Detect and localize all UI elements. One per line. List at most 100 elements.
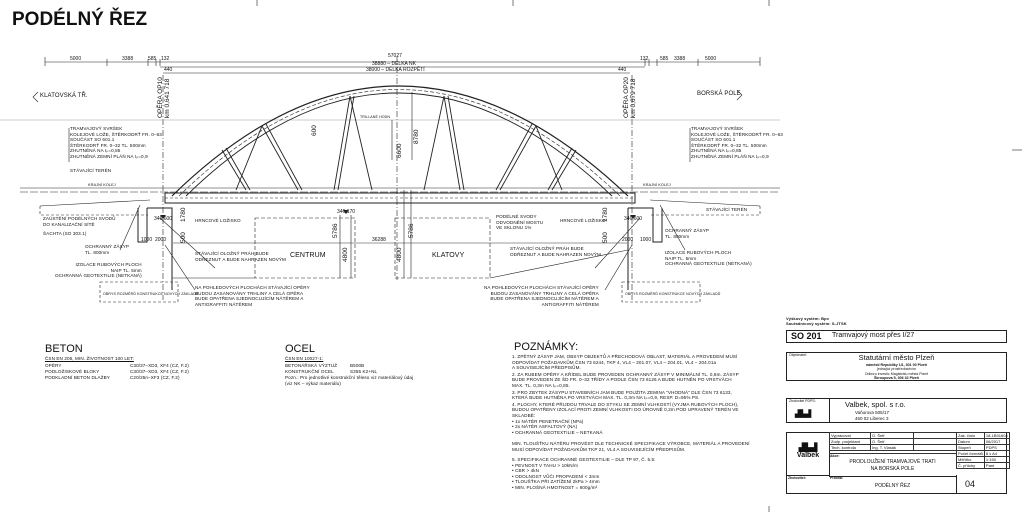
dim-misc: 1000 xyxy=(640,237,652,243)
designer-logo-cell: Zhotovitel PDPS: ▟▙▟ xyxy=(787,399,830,422)
beton-row-item: PODLOŽISKOVÉ BLOKY xyxy=(45,369,100,374)
direction-left: KLATOVSKÁ TŘ. xyxy=(40,93,88,99)
dim-misc: 5786 xyxy=(332,223,339,238)
dim-right-1: 132 xyxy=(640,56,649,62)
label-layers-right: TRAMVAJOVÝ SVRŠEK KOLEJOVÉ LOŽE, ŠTĚRKOD… xyxy=(691,126,783,159)
valbek-logo-mark: ▟▙▟ xyxy=(798,443,818,452)
client-line: jednající prostřednictvím xyxy=(877,367,916,372)
label-centrum: CENTRUM xyxy=(290,252,326,259)
valbek-logo-text: Valbek xyxy=(796,452,820,459)
ocel-row-item: KONSTRUKČNÍ OCEL xyxy=(285,369,334,374)
beton-row-item: OPĚRY xyxy=(45,363,62,368)
note-item: 5. SPECIFIKACE OCHRANNÉ GEOTEXTILIE – DL… xyxy=(512,457,656,491)
note-item: 1. ZPĚTNÝ ZÁSYP JAM, OBSYP OBJEKTŮ A PŘE… xyxy=(512,354,738,371)
dim-arch-2: 8780 xyxy=(413,129,420,144)
so-name: Tramvajový most přes I/27 xyxy=(832,332,915,339)
label-rail-right: KRAJNÍ KOLEJ xyxy=(643,183,671,187)
designer-line: Vaňurova 505/17 xyxy=(855,410,889,415)
label-backfill-right: OCHRANNÝ ZÁSYP TL. 800mm xyxy=(665,228,710,239)
action-cell: Akce: PRODLOUŽENÍ TRAMVAJOVÉ TRATI NA BO… xyxy=(829,453,956,477)
page-title: PODÉLNÝ ŘEZ xyxy=(12,9,148,30)
designer-label: Zhotovitel PDPS: xyxy=(789,399,816,403)
dim-total: 57027 xyxy=(388,53,402,59)
note-item: 2. ZA RUBEM OPĚRY A KŘÍDEL BUDE PROVEDEN… xyxy=(512,371,739,388)
ocel-heading: OCEL xyxy=(285,343,315,355)
label-terrain-right: STÁVAJÍCÍ TERÉN xyxy=(706,207,748,212)
dim-nk-length: 38880 – DÉLKA NK xyxy=(372,61,416,67)
client-line: Škroupova 5, 306 32 Plzeň xyxy=(874,376,919,381)
meta-key: Počet formátů xyxy=(956,450,985,457)
drawing-label: Příloha: xyxy=(830,476,844,480)
note-item: 3. PRO ZBYTEK ZÁSYPU STAVEBNÍCH JAM BUDE… xyxy=(512,389,732,401)
label-bearing-left: HRNCOVÉ LOŽISKO xyxy=(195,218,241,223)
label-backfill-left: OCHRANNÝ ZÁSYP TL. 800mm xyxy=(85,244,130,255)
label-excavation-left: OBRYS ROZMĚRŮ KONSTRUKCE NOVÝCH ZÁKLADŮ xyxy=(103,292,199,296)
dim-misc: 4800 xyxy=(396,247,403,262)
drawing-cell: Příloha: PODÉLNÝ ŘEZ xyxy=(829,475,957,494)
label-excavation-right: OBRYS ROZMĚRŮ KONSTRUKCE NOVÝCH ZÁKLADŮ xyxy=(625,292,721,296)
abutment-op10: OPĚRA OP10 km 0,641 718 xyxy=(157,77,171,118)
client-label: Objednatel: xyxy=(789,353,807,357)
dim-left-3: 585 xyxy=(148,56,157,62)
sheet-number: 04 xyxy=(965,479,976,489)
level-mid: 346,170 xyxy=(337,209,356,215)
person: Ing. T. Vlasák xyxy=(870,444,914,451)
ocel-standard: ČSN EN 10027-1: xyxy=(285,356,324,361)
office-label: Zhotovitel: xyxy=(788,476,806,480)
dim-right-5: 440 xyxy=(618,67,627,73)
label-bearing-right: HRNCOVÉ LOŽISKO xyxy=(560,218,606,223)
level-right-bearing: 346,600 xyxy=(624,216,643,222)
beton-row-value: C20/25n–XF3 (CZ, F.2) xyxy=(130,375,180,380)
notes-heading: POZNÁMKY: xyxy=(514,341,579,353)
label-facade-left: NA POHLEDOVÝCH PLOCHÁCH STÁVAJÍCÍ OPĚRY … xyxy=(195,285,310,307)
beton-heading: BETON xyxy=(45,343,83,355)
dim-left-4: 132 xyxy=(161,56,170,62)
dim-left-1: 5000 xyxy=(70,56,82,62)
dim-misc: 5786 xyxy=(408,223,415,238)
role: Tech. kontrola xyxy=(829,444,871,451)
designer-box: Zhotovitel PDPS: ▟▙▟ Valbek, spol. s r.o… xyxy=(786,398,1007,423)
label-insulation-right: IZOLACE RUBOVÝCH PLOCH NAIP TL. 5mm OCHR… xyxy=(665,250,752,267)
dim-arch-1: 6600 xyxy=(396,143,403,158)
client-box: Objednatel: Statutární město Plzeň náměs… xyxy=(786,352,1007,381)
label-rail-left: KRAJNÍ KOLEJ xyxy=(88,183,116,187)
client-line: Odboru investic Magistrátu města Plzně xyxy=(864,371,929,376)
arch-mark: TRILLANÉ HODN xyxy=(360,115,391,119)
beton-row-value: C30/37–XD3, XF4 (CZ, F.2) xyxy=(130,369,189,374)
dim-misc: 1000 xyxy=(141,237,153,243)
valbek-logo-cell: ▟▙▟ Valbek xyxy=(787,433,830,476)
ocel-row-value: B500B xyxy=(350,363,365,368)
signature xyxy=(913,444,957,451)
label-drain: ZAÚSTĚNÍ PODÉLNÝCH SVODŮ DO KANALIZAČNÍ … xyxy=(43,216,116,227)
dim-misc: 36288 xyxy=(372,237,386,243)
action-label: Akce: xyxy=(830,454,840,458)
dim-right-2: 585 xyxy=(660,56,669,62)
label-layers-left: TRAMVAJOVÝ SVRŠEK KOLEJOVÉ LOŽE, ŠTĚRKOD… xyxy=(70,126,162,159)
coord-system: Souřadnicový systém: S-JTSK xyxy=(786,321,847,326)
so-box: SO 201 Tramvajový most přes I/27 xyxy=(786,330,1007,343)
meta-value: 18-LB01604 xyxy=(983,432,1010,439)
label-terrain-left: STÁVAJÍCÍ TERÉN xyxy=(70,168,112,173)
dim-misc: 2000 xyxy=(155,237,167,243)
ocel-note: Pozn.: Pro jednotlivé konstrukční těleso… xyxy=(285,375,414,386)
label-facade-right: NA POHLEDOVÝCH PLOCHÁCH STÁVAJÍCÍ OPĚRY … xyxy=(484,285,599,307)
ocel-row-value: S355 K2+NL xyxy=(350,369,378,374)
meta-key: Č. přílohy xyxy=(956,462,985,469)
client-line: náměstí Republiky 1/1, 301 00 Plzeň xyxy=(865,362,928,367)
designer-line: 460 02 Liberec 3 xyxy=(855,416,889,421)
dim-arch-3: 600 xyxy=(311,125,318,136)
dim-misc: 500 xyxy=(180,232,187,243)
dim-misc: 2000 xyxy=(622,237,634,243)
so-number: SO 201 xyxy=(791,331,822,341)
dim-misc: 4800 xyxy=(342,247,349,262)
dim-span: 38000 – DÉLKA ROZPĚTÍ xyxy=(366,67,425,73)
height-system: Výškový systém: Bpv xyxy=(786,316,830,321)
label-beam-left: STÁVAJÍCÍ OLOŽNÝ PRÁH BUDE ODŘEZNUT A BU… xyxy=(195,251,286,262)
level-left-bearing: 346,600 xyxy=(154,216,173,222)
dim-left-2: 3388 xyxy=(122,56,134,62)
label-insulation-left: IZOLACE RUBOVÝCH PLOCH NAIP TL. 5mm OCHR… xyxy=(55,262,142,279)
